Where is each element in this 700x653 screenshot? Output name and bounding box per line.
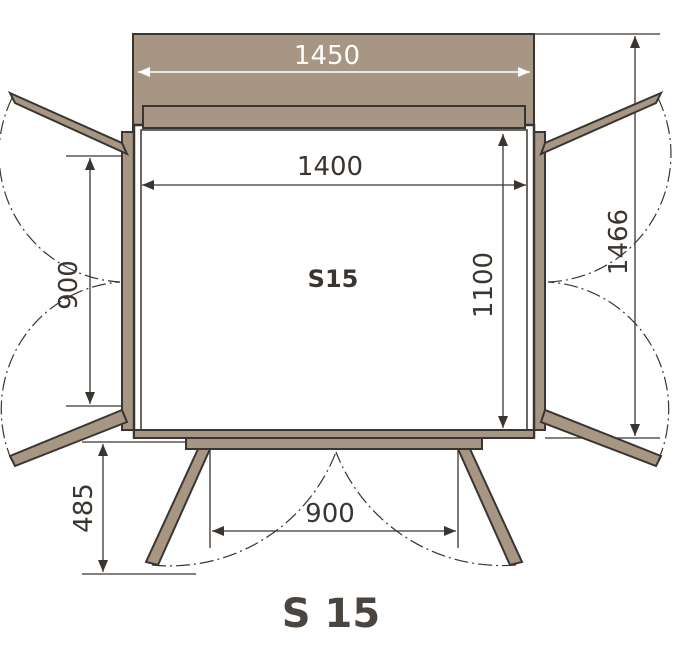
inner-width-arrow-left: [142, 180, 154, 190]
right-upper-door-leaf: [539, 90, 664, 156]
total-depth-arrow-bottom: [630, 424, 640, 436]
inner-depth-arrow-top: [498, 134, 508, 146]
roof-width-arrow-left: [138, 67, 150, 77]
side-door-width-label: 900: [54, 260, 84, 310]
front-door-arrow-right: [444, 526, 456, 536]
front-door-arrow-left: [212, 526, 224, 536]
inner-depth-label: 1100: [469, 252, 499, 318]
floor-center-label: S15: [308, 265, 359, 293]
swing-depth-arrow-bottom: [98, 560, 108, 572]
bottom-wall: [133, 429, 535, 439]
front-door-width-label: 900: [305, 499, 355, 529]
right-lower-door-swing: [547, 281, 670, 462]
total-depth-label: 1466: [604, 209, 634, 275]
roof-width-arrow-right: [518, 67, 530, 77]
inner-width-label: 1400: [297, 152, 363, 182]
left-lower-door-swing: [0, 281, 121, 462]
model-name: S 15: [282, 591, 380, 637]
total-depth-arrow-top: [630, 36, 640, 48]
front-left-door-leaf: [144, 448, 212, 567]
swing-depth-label: 485: [69, 483, 99, 533]
right-upper-door-swing: [547, 97, 672, 283]
front-right-door-swing: [335, 451, 517, 567]
left-wall-strip: [121, 131, 135, 431]
roof-width-label: 1450: [294, 41, 360, 71]
left-lower-door-leaf: [8, 408, 129, 468]
left-upper-door-leaf: [7, 90, 130, 157]
side-door-arrow-bottom: [85, 392, 95, 404]
front-left-door-swing: [151, 451, 337, 567]
front-right-door-leaf: [456, 448, 524, 567]
swing-depth-arrow-top: [98, 444, 108, 456]
front-beam: [142, 105, 526, 129]
inner-depth-arrow-bottom: [498, 416, 508, 428]
right-lower-door-leaf: [539, 408, 663, 468]
left-upper-door-swing: [0, 97, 121, 283]
side-door-arrow-top: [85, 158, 95, 170]
inner-width-arrow-right: [514, 180, 526, 190]
